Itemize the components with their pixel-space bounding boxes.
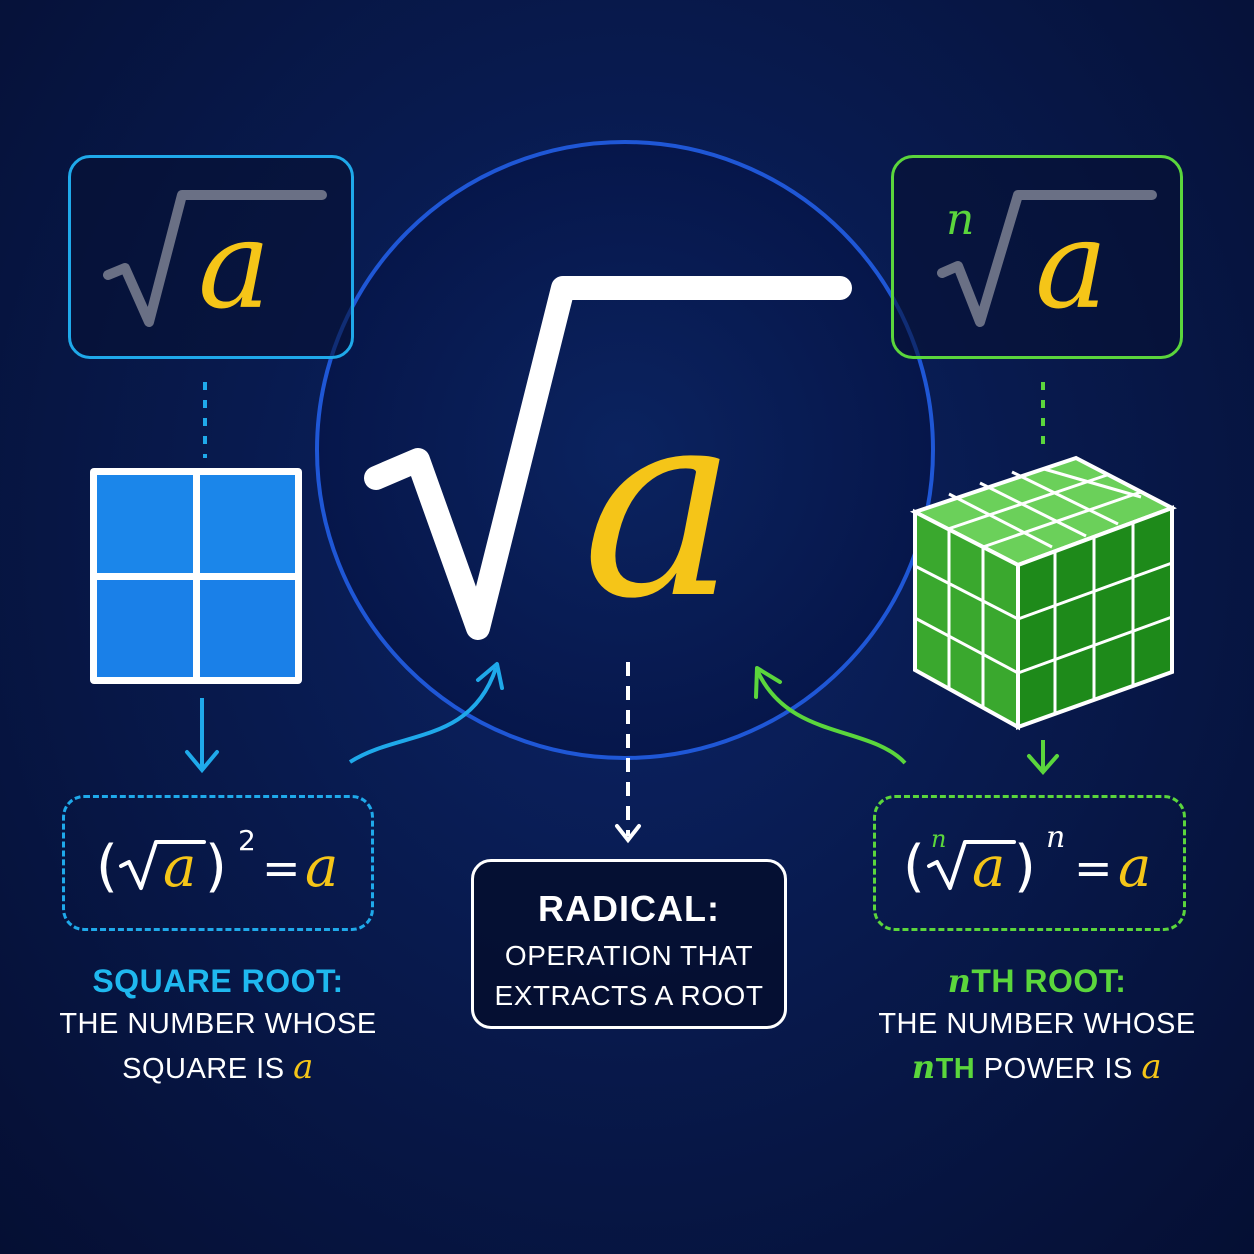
nth-root-caption: nTH ROOT: THE NUMBER WHOSE nTH POWER IS … <box>855 960 1219 1091</box>
central-radicand: a <box>582 354 738 656</box>
cube-grid-icon <box>909 455 1177 731</box>
square-root-caption-line-2-text: SQUARE IS <box>122 1053 294 1085</box>
right-formula-equals: = <box>1074 841 1113 895</box>
radical-description-line-1: OPERATION THAT <box>504 940 754 971</box>
left-formula-exponent: 2 <box>238 824 256 857</box>
square-root-caption-variable: a <box>293 1047 314 1087</box>
square-grid-icon <box>90 468 302 684</box>
nth-root-heading: nTH ROOT: <box>855 960 1219 1003</box>
left-down-arrow <box>185 698 219 774</box>
nth-root-caption-n: n <box>911 1048 936 1086</box>
nth-root-caption-power-text: POWER IS <box>975 1053 1142 1085</box>
center-dashed-arrow <box>615 662 641 844</box>
nth-root-heading-text: TH ROOT: <box>971 963 1127 999</box>
nth-root-index: n <box>946 194 975 245</box>
nth-root-caption-variable: a <box>1141 1047 1163 1087</box>
left-formula-close-paren: ) <box>205 834 227 899</box>
left-formula-result: a <box>305 835 339 900</box>
nth-root-caption-line-2: nTH POWER IS a <box>855 1046 1219 1091</box>
right-formula-radical <box>927 840 1016 890</box>
square-root-caption-line-2: SQUARE IS a <box>40 1046 396 1091</box>
radical-title: RADICAL: <box>538 888 720 929</box>
radical-definition-box: RADICAL: OPERATION THAT EXTRACTS A ROOT <box>471 859 787 1029</box>
left-formula-equals: = <box>262 841 301 895</box>
radical-description: OPERATION THAT EXTRACTS A ROOT <box>474 936 784 1016</box>
right-formula-close-paren: ) <box>1014 834 1036 899</box>
left-formula-radicand: a <box>163 835 197 900</box>
square-root-radicand: a <box>198 194 271 336</box>
right-down-arrow <box>1027 740 1059 776</box>
nth-root-radicand: a <box>1035 194 1108 336</box>
right-formula-radicand: a <box>972 835 1006 900</box>
square-root-identity-box <box>62 795 374 931</box>
right-formula-open-paren: ( <box>903 834 925 899</box>
square-root-caption-line-1: THE NUMBER WHOSE <box>59 1008 377 1040</box>
big-radical-sign <box>364 276 852 640</box>
nth-root-caption-th-suffix: TH <box>935 1053 976 1085</box>
square-root-symbol-box <box>68 155 354 359</box>
nth-root-caption-th-text: TH POWER IS <box>936 1053 1142 1085</box>
left-formula-open-paren: ( <box>96 834 118 899</box>
left-formula-radical <box>119 840 206 890</box>
left-curved-arrow <box>348 662 504 764</box>
nth-root-identity-box <box>873 795 1186 931</box>
nth-root-symbol-box <box>891 155 1183 359</box>
right-formula-result: a <box>1118 835 1152 900</box>
right-formula-exponent: n <box>1046 820 1066 855</box>
right-curved-arrow <box>754 666 907 765</box>
square-root-caption: SQUARE ROOT: THE NUMBER WHOSE SQUARE IS … <box>40 960 396 1091</box>
nth-root-caption-line-1: THE NUMBER WHOSE <box>878 1008 1196 1040</box>
square-root-heading: SQUARE ROOT: <box>92 963 344 999</box>
nth-root-heading-variable: n <box>947 962 972 1000</box>
right-formula-index: n <box>931 825 947 853</box>
radical-description-line-2: EXTRACTS A ROOT <box>494 980 764 1011</box>
